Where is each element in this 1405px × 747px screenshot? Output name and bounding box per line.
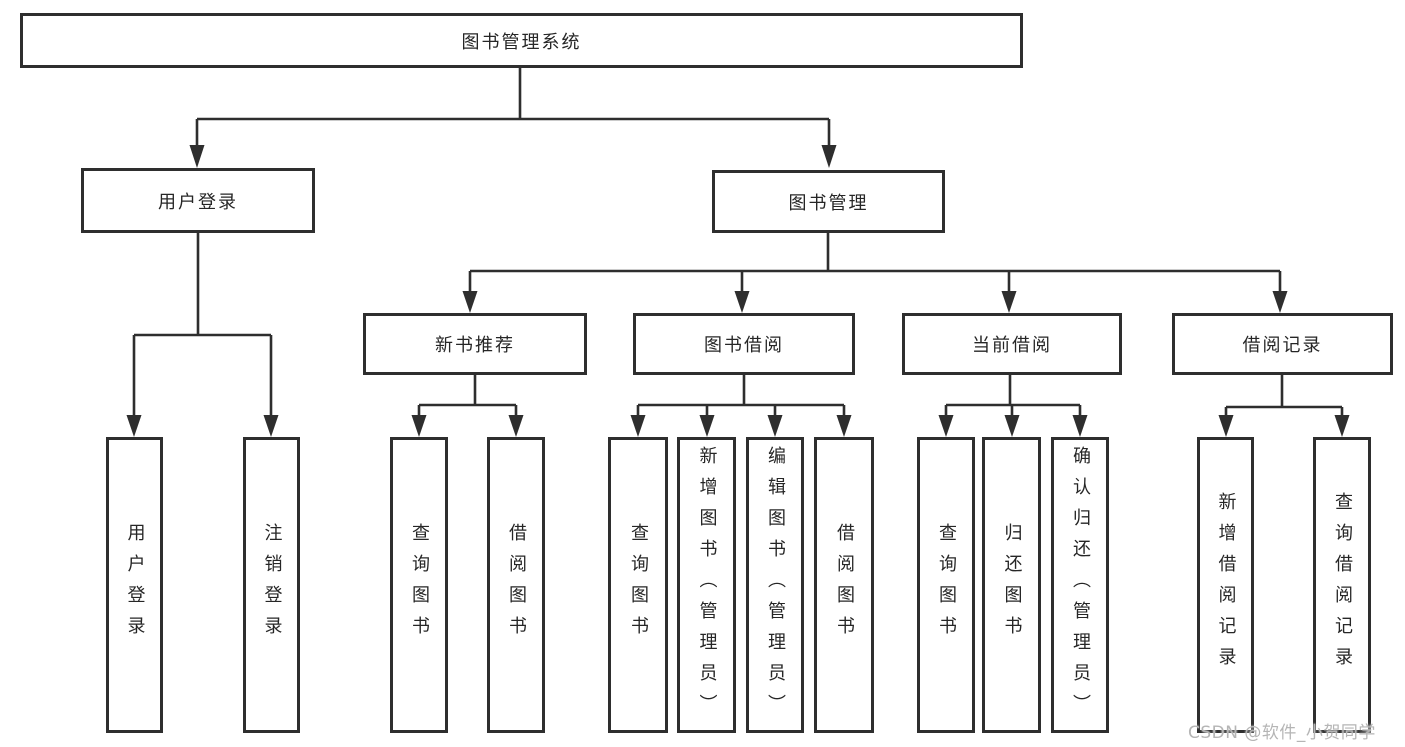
node-label: 查询借阅记录	[1332, 492, 1353, 678]
node-label: 查询图书	[936, 523, 957, 647]
node-label: 新书推荐	[435, 335, 515, 356]
node-label: 借阅记录	[1242, 335, 1323, 356]
leaf-query-books-borrowing: 查询图书	[608, 437, 668, 733]
node-label: 新增借阅记录	[1215, 492, 1237, 678]
node-current-borrowing: 当前借阅	[902, 313, 1122, 375]
node-label: 图书借阅	[704, 335, 784, 356]
node-user-login: 用户登录	[81, 168, 315, 233]
leaf-user-login: 用户登录	[106, 437, 163, 733]
node-library-management-system: 图书管理系统	[20, 13, 1023, 68]
leaf-confirm-return-admin: 确认归还（管理员）	[1051, 437, 1109, 733]
node-label: 查询图书	[409, 523, 430, 647]
node-new-book-recommendation: 新书推荐	[363, 313, 587, 375]
leaf-add-books-admin: 新增图书（管理员）	[677, 437, 736, 733]
node-label: 借阅图书	[834, 523, 855, 647]
leaf-edit-books-admin: 编辑图书（管理员）	[746, 437, 804, 733]
node-borrowing-records: 借阅记录	[1172, 313, 1393, 375]
node-book-borrowing: 图书借阅	[633, 313, 855, 375]
leaf-return-books: 归还图书	[982, 437, 1041, 733]
node-book-management: 图书管理	[712, 170, 945, 233]
leaf-borrow-books-recommendation: 借阅图书	[487, 437, 545, 733]
node-label: 查询图书	[628, 523, 649, 647]
node-label: 借阅图书	[506, 523, 527, 647]
leaf-borrow-books: 借阅图书	[814, 437, 874, 733]
leaf-query-books-recommendation: 查询图书	[390, 437, 448, 733]
node-label: 确认归还（管理员）	[1070, 445, 1091, 725]
node-label: 当前借阅	[972, 335, 1052, 356]
node-label: 新增图书（管理员）	[696, 445, 718, 725]
node-label: 注销登录	[261, 523, 283, 647]
leaf-add-borrow-record: 新增借阅记录	[1197, 437, 1254, 733]
node-label: 用户登录	[158, 191, 238, 213]
node-label: 用户登录	[124, 523, 146, 647]
node-label: 编辑图书（管理员）	[765, 445, 786, 725]
leaf-query-books-current: 查询图书	[917, 437, 975, 733]
csdn-watermark: CSDN @软件_小贺同学	[1188, 723, 1376, 743]
node-label: 图书管理系统	[461, 31, 582, 53]
arrowheads	[126, 145, 1350, 437]
node-label: 归还图书	[1001, 523, 1023, 647]
leaf-logout: 注销登录	[243, 437, 300, 733]
node-label: 图书管理	[788, 192, 869, 214]
leaf-query-borrow-record: 查询借阅记录	[1313, 437, 1371, 733]
